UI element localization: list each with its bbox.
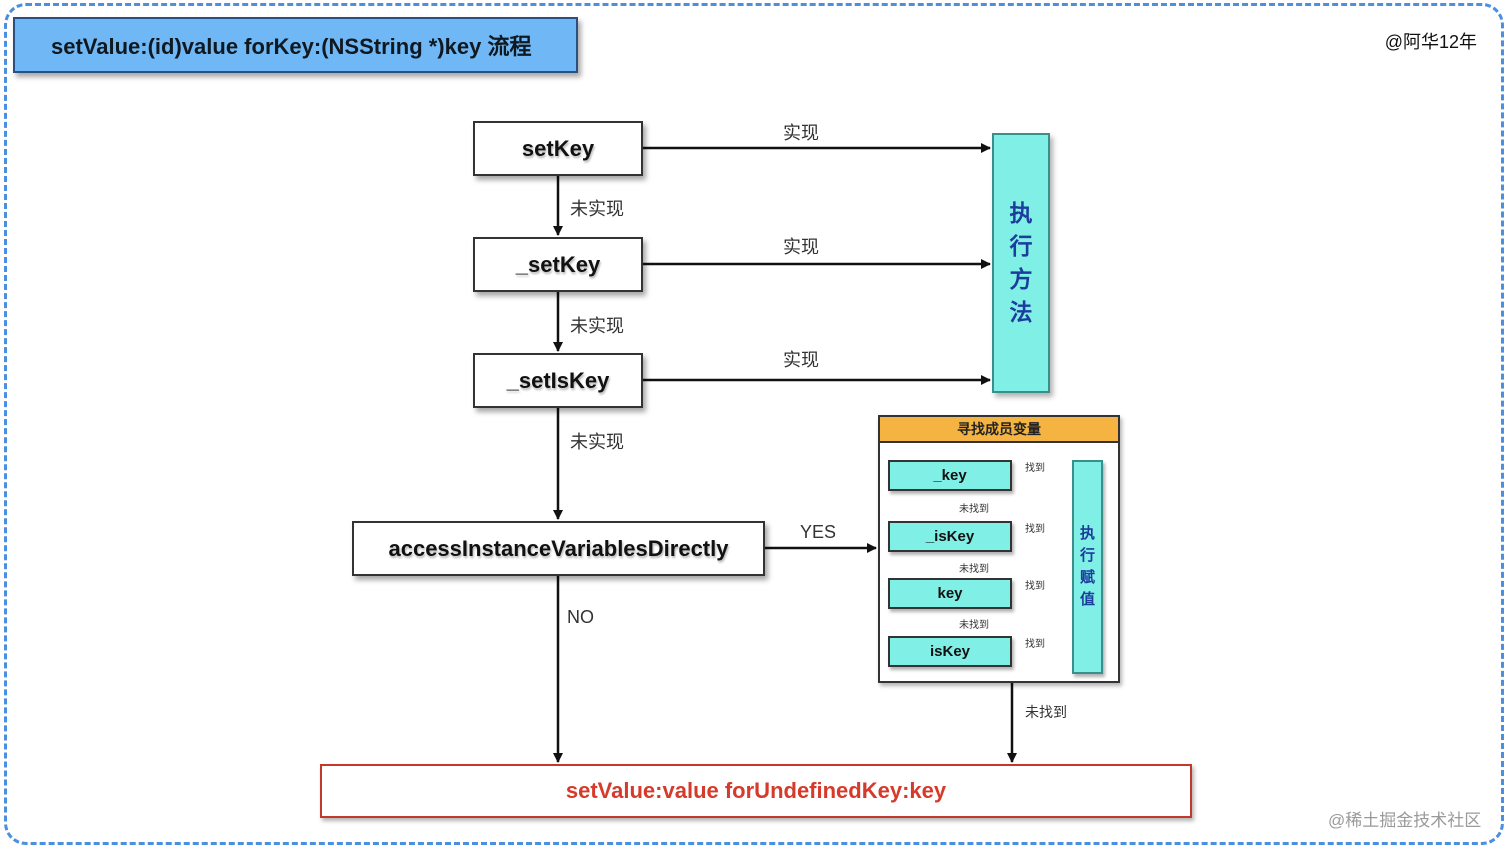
label-found: 找到 (1025, 524, 1045, 535)
label-not-found: 未找到 (959, 564, 989, 575)
exec-char: 执 (1009, 200, 1033, 226)
var-key: key (888, 578, 1012, 609)
assign-char: 值 (1079, 591, 1095, 608)
label-found: 找到 (1025, 639, 1045, 650)
var-underscore-iskey: _isKey (888, 521, 1012, 552)
diagram-title: setValue:(id)value forKey:(NSString *)ke… (13, 17, 578, 73)
assign-char: 执 (1079, 525, 1095, 542)
step-setkey: setKey (473, 121, 643, 176)
label-not-found: 未找到 (959, 504, 989, 515)
label-not-found-final: 未找到 (1025, 704, 1067, 720)
diagram-frame (4, 3, 1504, 845)
label-not-implemented: 未实现 (570, 316, 624, 336)
watermark: @稀土掘金技术社区 (1328, 811, 1482, 830)
label-found: 找到 (1025, 581, 1045, 592)
var-underscore-key: _key (888, 460, 1012, 491)
label-not-implemented: 未实现 (570, 432, 624, 452)
var-iskey: isKey (888, 636, 1012, 667)
label-found: 找到 (1025, 463, 1045, 474)
label-yes: YES (800, 522, 837, 542)
author-label: @阿华12年 (1384, 32, 1477, 52)
assign-char: 行 (1079, 547, 1095, 564)
exec-char: 行 (1009, 233, 1033, 259)
step-underscore-setkey: _setKey (473, 237, 643, 292)
step-access-instance-variables: accessInstanceVariablesDirectly (352, 521, 765, 576)
execute-assign-box: 执 行 赋 值 (1072, 460, 1103, 674)
assign-char: 赋 (1079, 569, 1095, 586)
label-not-found: 未找到 (959, 620, 989, 631)
step-underscore-setiskey: _setIsKey (473, 353, 643, 408)
execute-method-box: 执 行 方 法 (992, 133, 1050, 393)
undefined-key-box: setValue:value forUndefinedKey:key (320, 764, 1192, 818)
label-implemented: 实现 (783, 237, 819, 257)
exec-char: 方 (1009, 266, 1033, 292)
label-implemented: 实现 (783, 123, 819, 143)
label-not-implemented: 未实现 (570, 199, 624, 219)
label-implemented: 实现 (783, 350, 819, 370)
exec-char: 法 (1009, 299, 1033, 325)
member-search-title: 寻找成员变量 (880, 417, 1118, 443)
label-no: NO (567, 607, 594, 627)
